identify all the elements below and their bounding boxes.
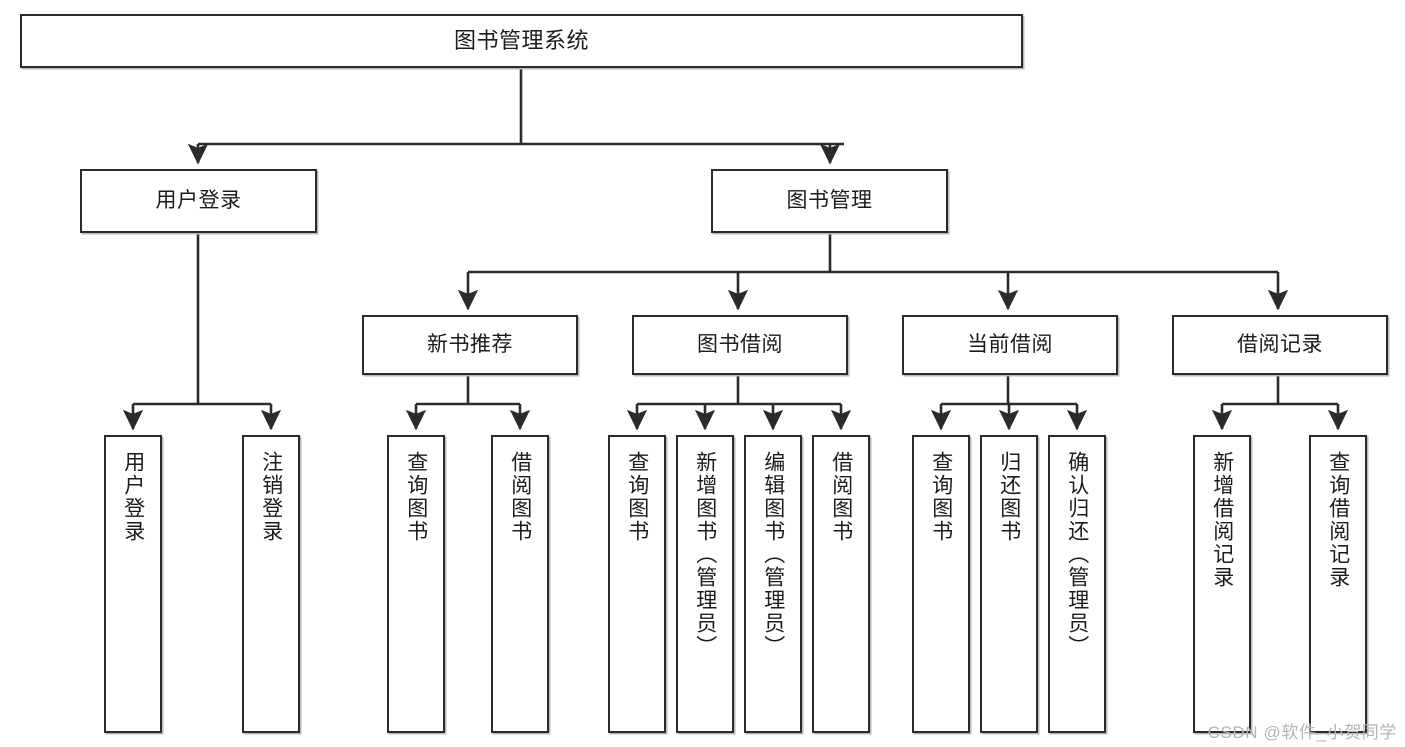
leaf-current-borrow-return-book[interactable]: 归还图书 <box>980 435 1038 733</box>
node-label: 新增借阅记录 <box>1210 451 1234 589</box>
node-label: 当前借阅 <box>967 332 1053 356</box>
node-label: 借阅图书 <box>508 451 532 543</box>
node-label: 图书管理 <box>786 188 873 212</box>
leaf-book-borrow-add-book-admin[interactable]: 新增图书（管理员） <box>676 435 734 733</box>
leaf-borrow-record-query-record[interactable]: 查询借阅记录 <box>1309 435 1367 733</box>
leaf-user-login-login[interactable]: 用户登录 <box>104 435 162 733</box>
node-label: 归还图书 <box>997 451 1021 543</box>
node-label: 借阅记录 <box>1237 332 1323 356</box>
node-book-borrowing[interactable]: 图书借阅 <box>632 315 848 375</box>
leaf-book-borrow-borrow-book[interactable]: 借阅图书 <box>812 435 870 733</box>
node-label: 查询图书 <box>929 451 953 543</box>
leaf-borrow-record-add-record[interactable]: 新增借阅记录 <box>1193 435 1251 733</box>
node-book-management-system[interactable]: 图书管理系统 <box>20 14 1023 68</box>
node-label: 编辑图书（管理员） <box>761 451 785 658</box>
node-book-management[interactable]: 图书管理 <box>711 169 948 233</box>
node-label: 用户登录 <box>121 451 145 543</box>
node-label: 图书管理系统 <box>453 28 589 54</box>
node-label: 确认归还（管理员） <box>1065 451 1089 658</box>
leaf-new-book-query-book[interactable]: 查询图书 <box>387 435 445 733</box>
node-label: 新增图书（管理员） <box>693 451 717 658</box>
leaf-user-login-logout[interactable]: 注销登录 <box>242 435 300 733</box>
leaf-new-book-borrow-book[interactable]: 借阅图书 <box>491 435 549 733</box>
node-user-login[interactable]: 用户登录 <box>80 169 317 233</box>
leaf-current-borrow-query-book[interactable]: 查询图书 <box>912 435 970 733</box>
node-label: 新书推荐 <box>427 332 513 356</box>
node-label: 借阅图书 <box>829 451 853 543</box>
node-label: 查询图书 <box>625 451 649 543</box>
leaf-current-borrow-confirm-return-admin[interactable]: 确认归还（管理员） <box>1048 435 1106 733</box>
leaf-book-borrow-query-book[interactable]: 查询图书 <box>608 435 666 733</box>
csdn-watermark: CSDN @软件_小贺同学 <box>1207 723 1397 742</box>
node-new-book-recommendation[interactable]: 新书推荐 <box>362 315 578 375</box>
node-label: 注销登录 <box>259 451 283 543</box>
node-label: 查询图书 <box>404 451 428 543</box>
leaf-book-borrow-edit-book-admin[interactable]: 编辑图书（管理员） <box>744 435 802 733</box>
node-label: 图书借阅 <box>697 332 783 356</box>
node-label: 查询借阅记录 <box>1326 451 1350 589</box>
node-current-borrowing[interactable]: 当前借阅 <box>902 315 1118 375</box>
node-borrowing-record[interactable]: 借阅记录 <box>1172 315 1388 375</box>
node-label: 用户登录 <box>155 188 242 212</box>
